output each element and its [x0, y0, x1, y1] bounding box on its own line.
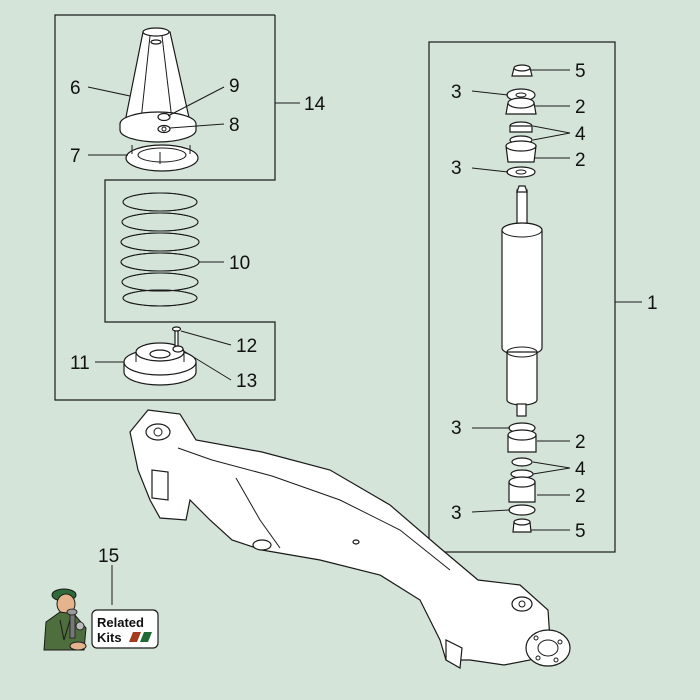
bottom-bush-stack [507, 422, 537, 533]
spring-seat-lower [123, 342, 197, 386]
rear-axle [129, 409, 571, 669]
callout-4-b: 4 [575, 459, 586, 480]
callout-3-c: 3 [451, 418, 462, 439]
top-bush-stack [505, 64, 537, 178]
top-mount [119, 27, 197, 143]
callout-12: 12 [236, 336, 257, 357]
callout-2-a: 2 [575, 97, 586, 118]
callout-3-a: 3 [451, 82, 462, 103]
seat-bolt [171, 326, 184, 353]
callout-5-a: 5 [575, 61, 586, 82]
shock-absorber [501, 185, 543, 417]
group-box-14 [54, 14, 276, 401]
callout-11: 11 [70, 353, 90, 374]
callout-13: 13 [236, 371, 257, 392]
callout-8: 8 [229, 115, 240, 136]
leader-lines [87, 69, 642, 605]
callout-6: 6 [70, 78, 81, 99]
related-kits-line-1: Related [97, 615, 144, 630]
callout-2-c: 2 [575, 432, 586, 453]
mount-nut [157, 112, 171, 134]
callout-10: 10 [229, 253, 250, 274]
callout-14: 14 [304, 94, 326, 115]
mechanic-icon [43, 588, 87, 651]
callout-7: 7 [70, 146, 81, 167]
callout-4-a: 4 [575, 124, 586, 145]
coil-spring [120, 192, 200, 307]
related-kits-badge[interactable]: Related Kits [43, 588, 159, 651]
callout-3-b: 3 [451, 158, 462, 179]
callout-2-d: 2 [575, 486, 586, 507]
callout-3-d: 3 [451, 503, 462, 524]
callout-5-b: 5 [575, 521, 586, 542]
kit-stripe-green [140, 632, 152, 642]
related-kits-line-2: Kits [97, 630, 122, 645]
callout-15: 15 [98, 546, 119, 567]
callout-1: 1 [647, 293, 658, 314]
spring-seat-upper [125, 144, 199, 172]
group-box-1 [428, 41, 616, 553]
callout-9: 9 [229, 76, 240, 97]
kit-stripe-red [129, 632, 141, 642]
callout-2-b: 2 [575, 150, 586, 171]
